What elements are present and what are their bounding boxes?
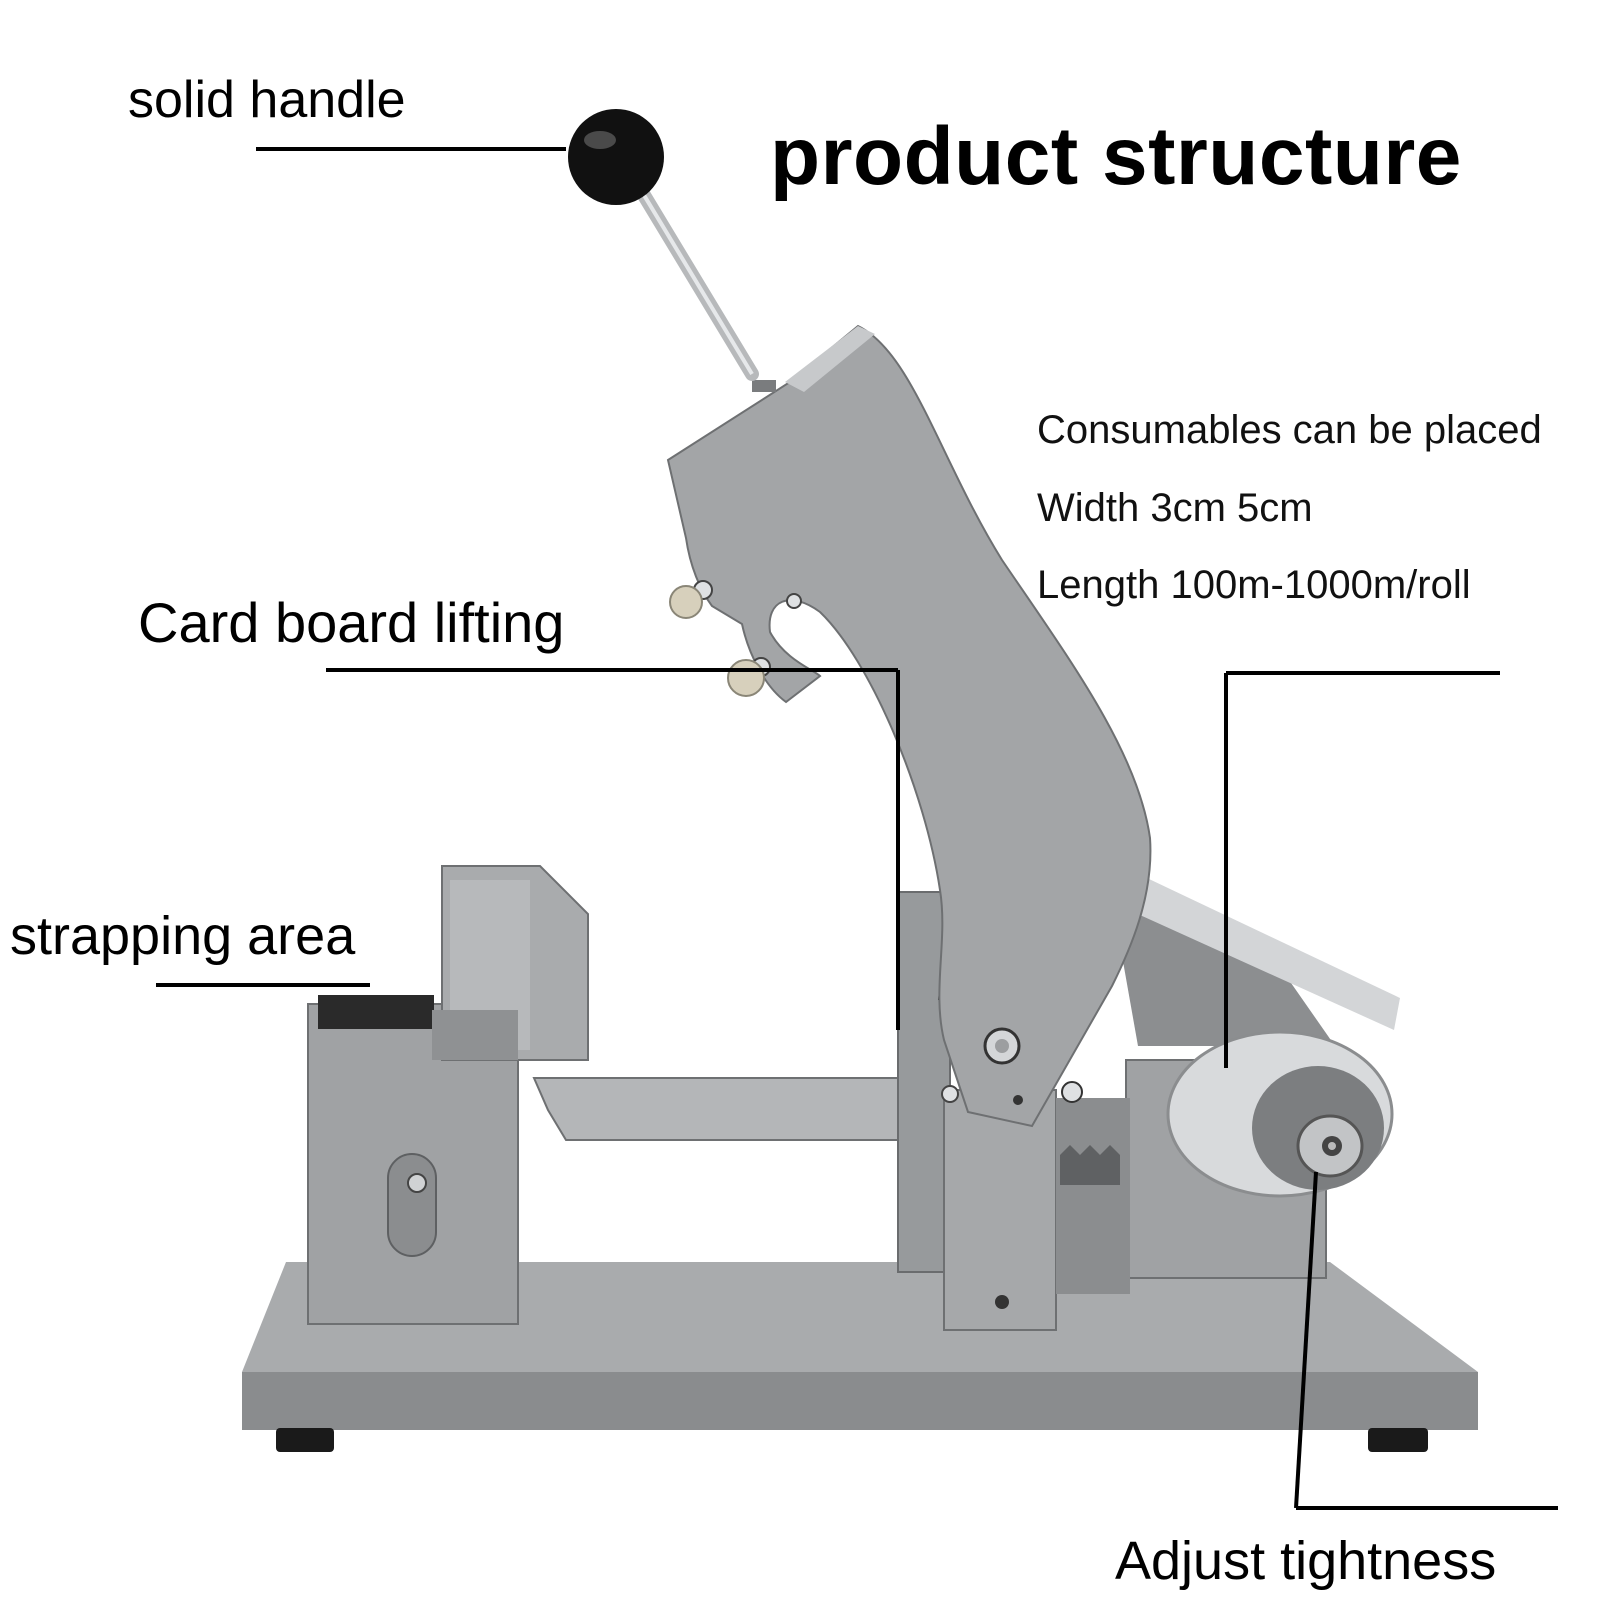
card-board-lifting-label: Card board lifting (138, 591, 565, 654)
card-roller-upper (669, 585, 703, 619)
width-spec: Width 3cm 5cm (1037, 486, 1313, 530)
adjust-slot (387, 1153, 437, 1257)
callout-lines (156, 147, 1558, 1510)
tape-roll (1166, 1030, 1394, 1198)
card-roller-lower (727, 659, 765, 697)
adjust-drop (1294, 1171, 1318, 1509)
page-title: product structure (770, 111, 1462, 202)
consumables-spec: Consumables can be placed (1037, 408, 1542, 452)
rubber-foot-left (276, 1428, 334, 1452)
gear-rack (1060, 1145, 1120, 1185)
strapping-area-label: strapping area (10, 906, 356, 966)
strapping-area-block (307, 865, 589, 1325)
adjust-tightness-label: Adjust tightness (1115, 1531, 1497, 1591)
solid-handle-label: solid handle (128, 71, 406, 129)
main-arm (666, 324, 1152, 1128)
strapping-tray (532, 1077, 913, 1141)
base-plate (242, 1262, 1478, 1452)
length-spec: Length 100m-1000m/roll (1037, 563, 1471, 607)
front-upright (897, 891, 1130, 1331)
rubber-foot-right (1368, 1428, 1428, 1452)
handle-knob (568, 109, 664, 205)
